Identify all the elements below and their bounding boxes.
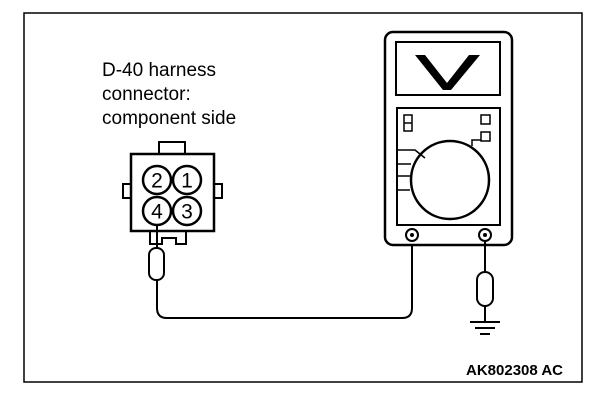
pin-cavity-3	[171, 195, 203, 227]
connector-body	[129, 152, 216, 233]
dial-range-marks	[398, 149, 426, 191]
figure-code: AK802308 AC	[466, 362, 563, 379]
voltage-symbol-icon	[415, 55, 480, 90]
connector-label-line-1: D-40 harness	[102, 60, 216, 81]
pin-cavity-1	[171, 164, 203, 196]
ground-probe-tip	[476, 271, 494, 307]
range-selector-dial	[409, 139, 491, 221]
connector-probe	[148, 224, 165, 281]
connector-label: D-40 harness connector: component side	[102, 60, 236, 129]
pin-number-3: 3	[181, 201, 193, 224]
mode-indicator-icon	[480, 114, 491, 125]
pin-number-2: 2	[151, 170, 163, 193]
connector-bottom-tabs	[149, 231, 187, 245]
connector-label-line-2: connector:	[102, 84, 191, 105]
ground-lead	[470, 241, 500, 335]
volt-jack-center	[483, 233, 487, 237]
connector-label-line-3: component side	[102, 108, 236, 129]
pin-number-1: 1	[181, 170, 193, 193]
multimeter	[383, 30, 514, 247]
ground-symbol-icon	[470, 321, 500, 335]
test-lead-wire	[156, 237, 413, 319]
pin-cavity-2	[141, 164, 173, 196]
d40-connector: 2 1 4 3	[122, 141, 223, 245]
pin-number-4: 4	[151, 201, 163, 224]
connector-probe-tip	[148, 247, 165, 281]
com-jack-center	[410, 233, 414, 237]
hold-indicator-icon	[480, 131, 491, 142]
